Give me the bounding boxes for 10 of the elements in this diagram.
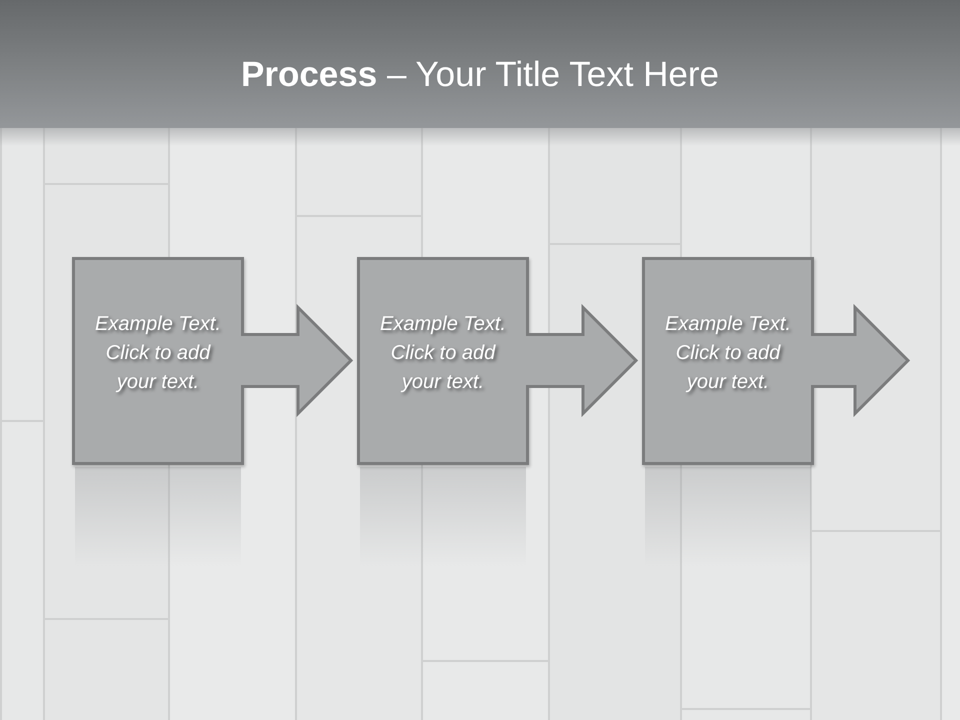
block-arrow — [810, 304, 910, 418]
block-arrow — [240, 304, 354, 418]
slide-title: Process – Your Title Text Here — [241, 55, 719, 95]
process-box — [642, 257, 814, 465]
block-arrow — [524, 304, 638, 418]
node-text: Example Text. Click to add your text. — [664, 312, 792, 394]
node-text: Example Text. Click to add your text. — [94, 312, 222, 394]
process-box — [72, 257, 244, 465]
process-box — [357, 257, 529, 465]
node-text: Example Text. Click to add your text. — [379, 312, 507, 394]
